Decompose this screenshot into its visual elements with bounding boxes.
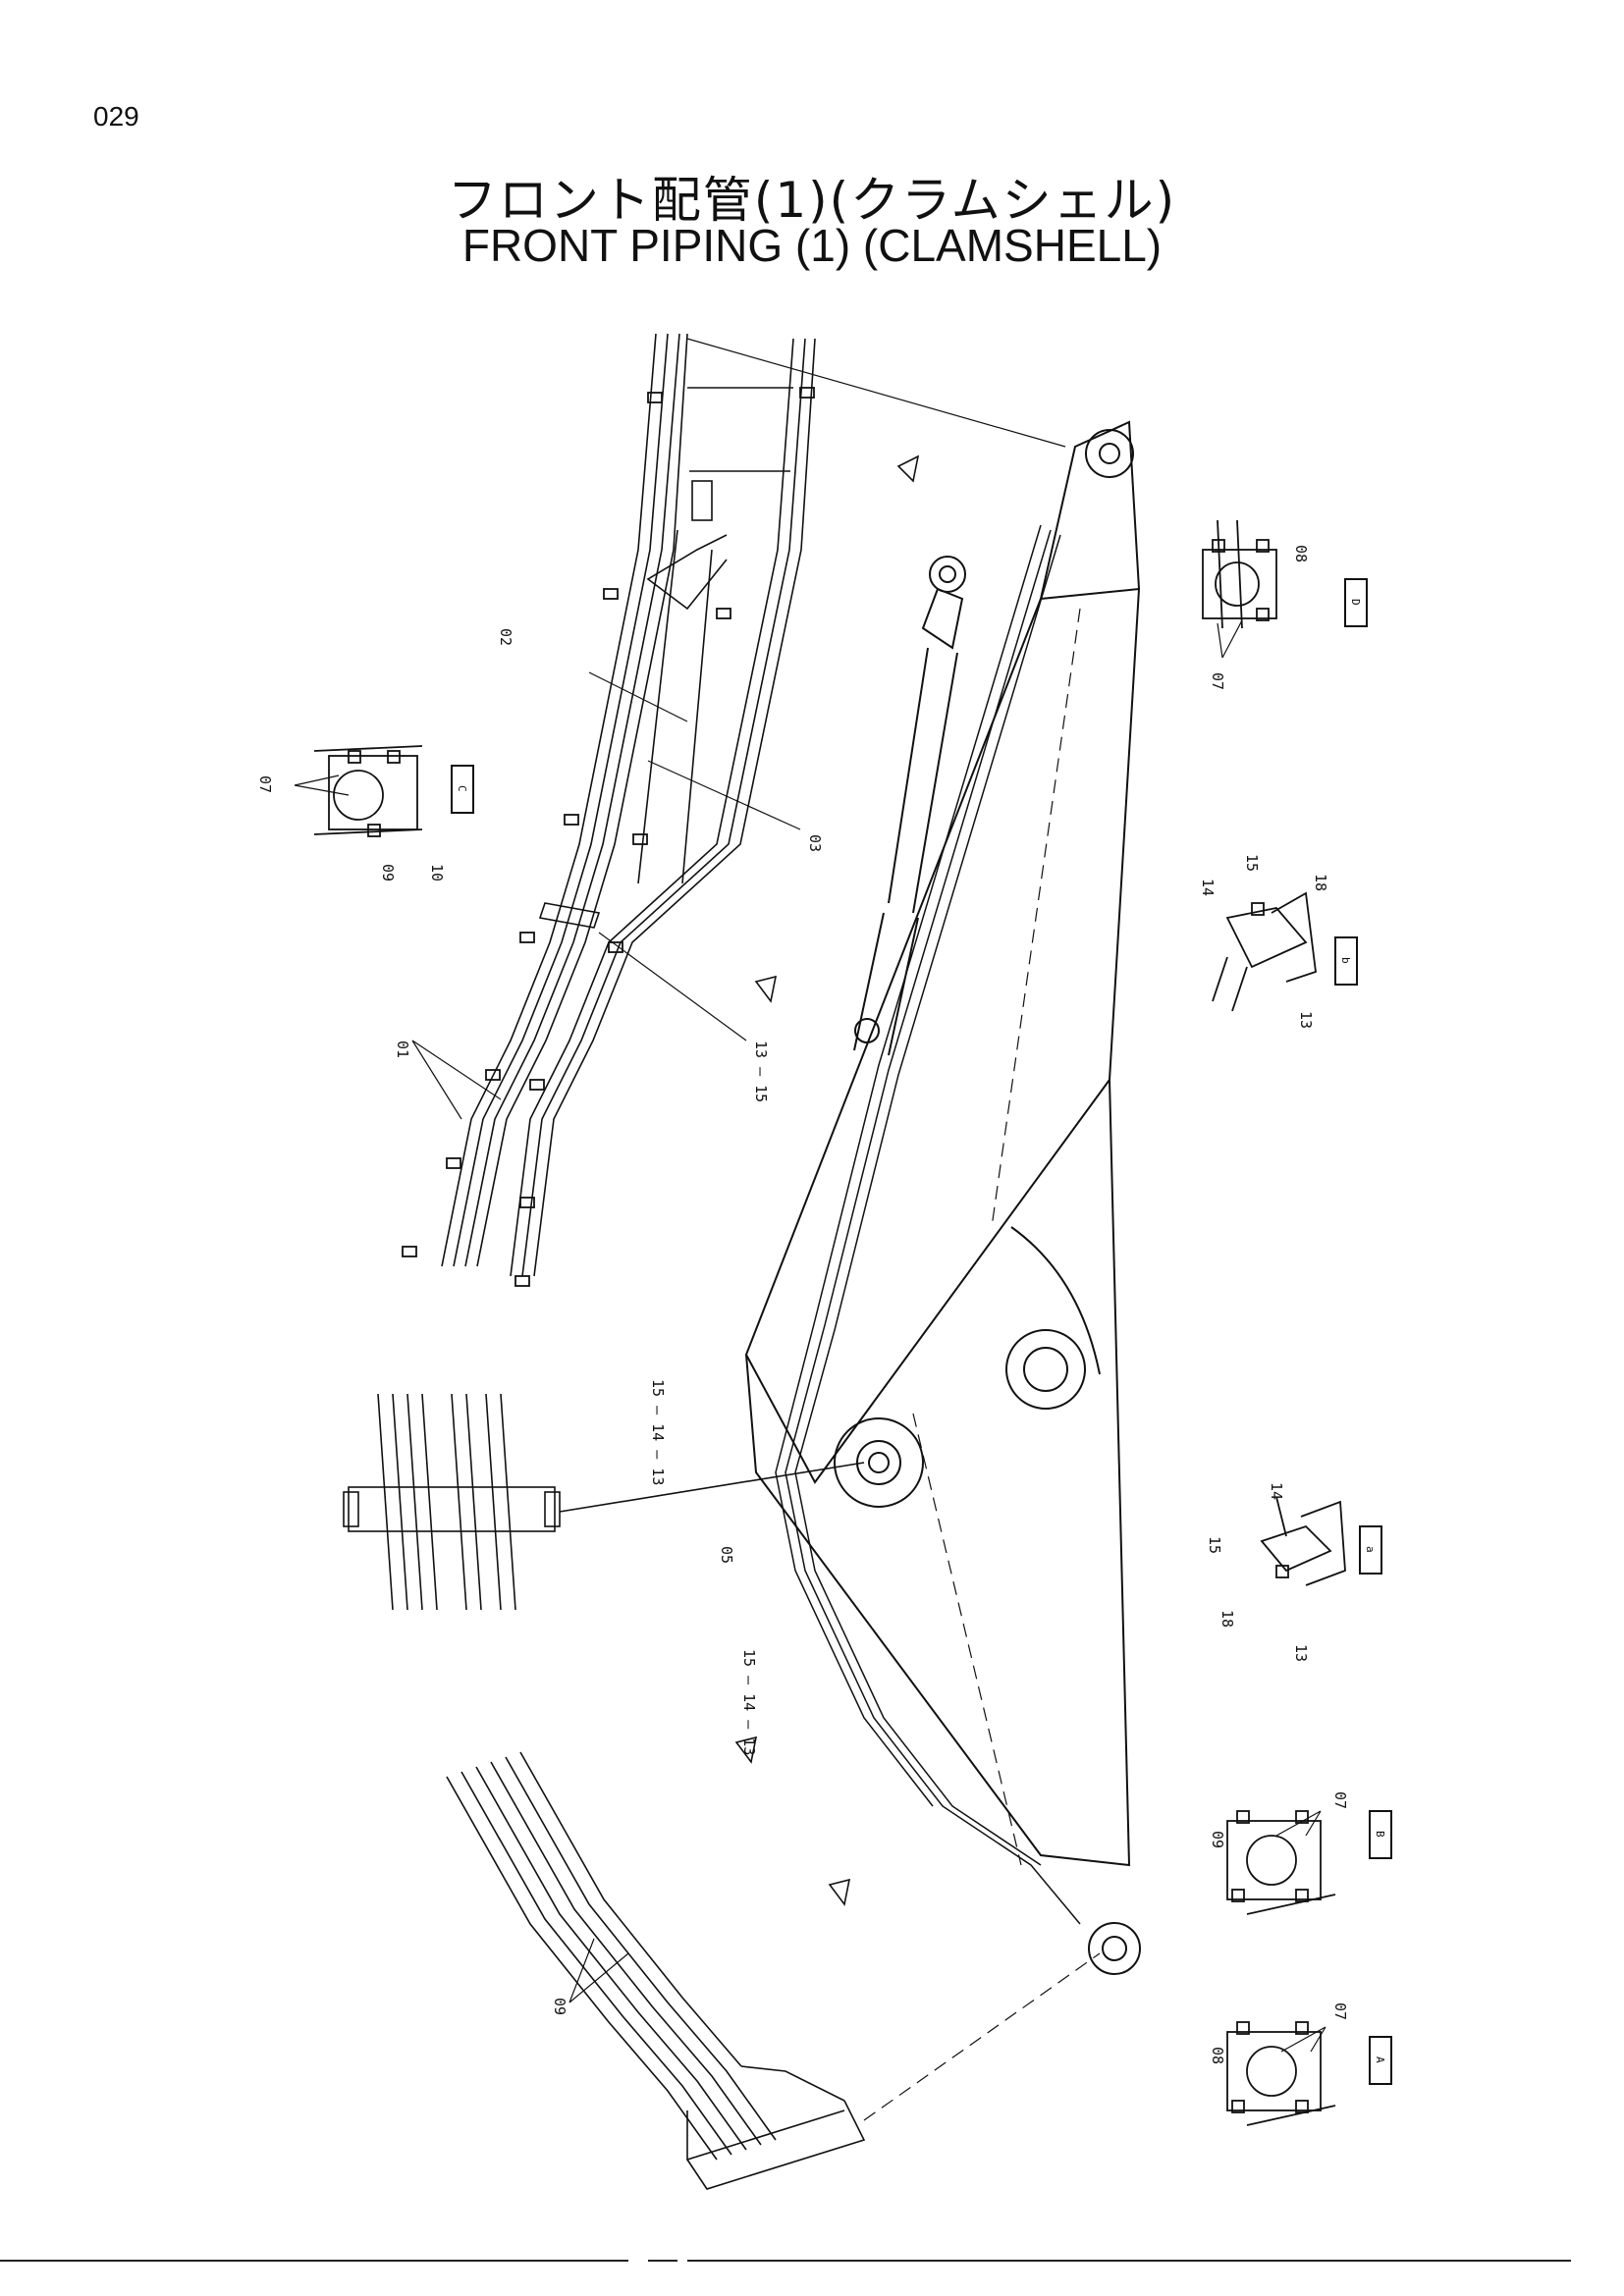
callout-18-detail-a: 18: [1218, 1610, 1236, 1628]
boom-outline: [744, 420, 1141, 1867]
callout-14-detail-b: 14: [1199, 879, 1217, 896]
boom-hoses: [775, 524, 1081, 1925]
svg-text:B: B: [1374, 1831, 1386, 1838]
detail-clamp-c: [313, 745, 423, 837]
svg-text:C: C: [456, 785, 468, 792]
callout-14-detail-a: 14: [1268, 1482, 1285, 1500]
detail-clamp-d: [1202, 519, 1277, 629]
callout-09-left: 09: [379, 864, 397, 881]
ref-box-a-upper: A: [1369, 2036, 1392, 2085]
cylinder-bracket: [1005, 1329, 1086, 1410]
footer-rule-segment: [648, 2260, 677, 2262]
callout-15-detail-b: 15: [1243, 854, 1261, 872]
svg-text:b: b: [1339, 957, 1352, 964]
callout-07-detail-A: 07: [1331, 2002, 1349, 2020]
boom-top-pivot: [1085, 429, 1134, 478]
svg-text:a: a: [1364, 1546, 1377, 1553]
arm-piping-clamps: [402, 387, 815, 1287]
boom-foot-piping: [446, 1751, 1101, 2190]
leader-lines: [294, 338, 1326, 2053]
detail-fitting-a: [1260, 1496, 1346, 1586]
footer-rule: [0, 2260, 628, 2262]
detail-clamp-a: [1226, 2021, 1336, 2126]
callout-09-detail-B: 09: [1209, 1831, 1226, 1848]
arm-piping-left: [441, 333, 816, 1277]
callout-07-detail-B: 07: [1331, 1791, 1349, 1809]
callout-13-15: 13 — 15: [752, 1041, 770, 1102]
ref-box-b-lower: b: [1334, 936, 1358, 986]
callout-15-14-13-lower: 15 — 14 — 13: [740, 1649, 758, 1755]
callout-10-left: 10: [428, 864, 446, 881]
footer-rule-segment: [687, 2260, 1571, 2262]
callout-13-detail-a: 13: [1292, 1644, 1310, 1662]
ref-box-d: D: [1344, 578, 1368, 627]
ref-box-c: C: [451, 765, 474, 814]
callout-15-detail-a: 15: [1206, 1536, 1223, 1554]
callout-13-detail-b: 13: [1297, 1011, 1315, 1029]
callout-01: 01: [394, 1041, 411, 1058]
svg-text:D: D: [1349, 599, 1362, 606]
callout-07-right: 07: [1209, 672, 1226, 690]
callout-18-detail-b: 18: [1312, 874, 1329, 891]
section-markers: [734, 454, 920, 1906]
title-english: FRONT PIPING (1) (CLAMSHELL): [461, 220, 1163, 271]
boom-foot-pivot: [1088, 1922, 1141, 1975]
callout-02: 02: [497, 628, 514, 646]
ref-box-a-lower: a: [1359, 1525, 1382, 1575]
pin-cross-section: [343, 1393, 865, 1611]
svg-text:A: A: [1374, 2056, 1386, 2063]
callout-08-right: 08: [1292, 545, 1310, 562]
detail-clamp-b: [1226, 1810, 1336, 1915]
callout-09-bottom: 09: [551, 1998, 568, 2015]
callout-03: 03: [806, 834, 824, 852]
ref-box-b-upper: B: [1369, 1810, 1392, 1859]
boom-center-pin: [834, 1417, 924, 1508]
page-number: 029: [93, 101, 139, 132]
callout-08-detail-A: 08: [1209, 2047, 1226, 2064]
callout-07-left: 07: [256, 775, 274, 793]
callout-05: 05: [718, 1546, 735, 1564]
callout-15-14-13-upper: 15 — 14 — 13: [649, 1379, 667, 1485]
title-japanese: フロント配管(1)(クラムシェル): [447, 172, 1177, 229]
hydraulic-cylinder: [853, 556, 966, 1056]
detail-fitting-b: [1212, 891, 1317, 1012]
